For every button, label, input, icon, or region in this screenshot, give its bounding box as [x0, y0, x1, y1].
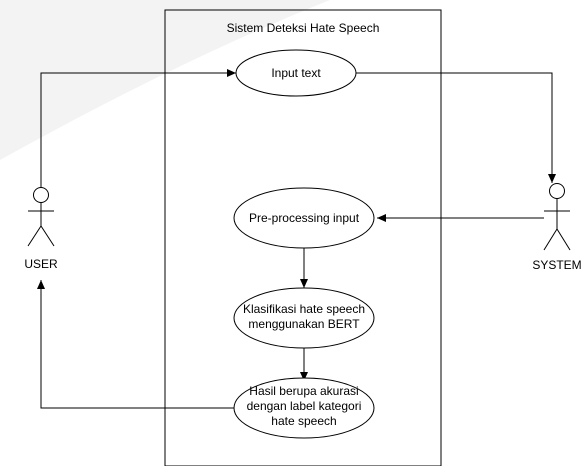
system-boundary: [164, 9, 442, 466]
system-boundary-title: Sistem Deteksi Hate Speech: [227, 21, 380, 35]
actor-system-label: SYSTEM: [532, 258, 581, 272]
use-case-preprocessing: Pre-processing input: [233, 187, 375, 249]
actor-head: [549, 183, 565, 199]
actor-user-label: USER: [24, 257, 58, 271]
use-case-classification: Klasifikasi hate speech menggunakan BERT: [233, 287, 375, 349]
background-watermark: [0, 0, 330, 160]
actor-label-background: [15, 252, 67, 277]
edge-result-to-user: [37, 280, 234, 409]
use-case-label-line-2: dengan label kategori: [247, 399, 362, 413]
use-case-label-line-3: hate speech: [271, 414, 336, 428]
use-case-label-line-1: Hasil berupa akurasi: [249, 384, 358, 398]
use-case-label-line-2: menggunakan BERT: [248, 317, 360, 331]
use-case-input-text: Input text: [235, 49, 357, 97]
edge-user-to-input-text: [40, 69, 236, 188]
edge-input-text-to-system: [355, 72, 556, 183]
use-case-label: Input text: [271, 66, 321, 80]
use-case-result: Hasil berupa akurasi dengan label katego…: [233, 377, 375, 439]
actor-system: SYSTEM: [532, 183, 582, 272]
use-case-label: Pre-processing input: [249, 211, 360, 225]
use-case-label-line-1: Klasifikasi hate speech: [243, 302, 365, 316]
actor-head: [33, 187, 49, 203]
actor-user: USER: [15, 187, 67, 277]
